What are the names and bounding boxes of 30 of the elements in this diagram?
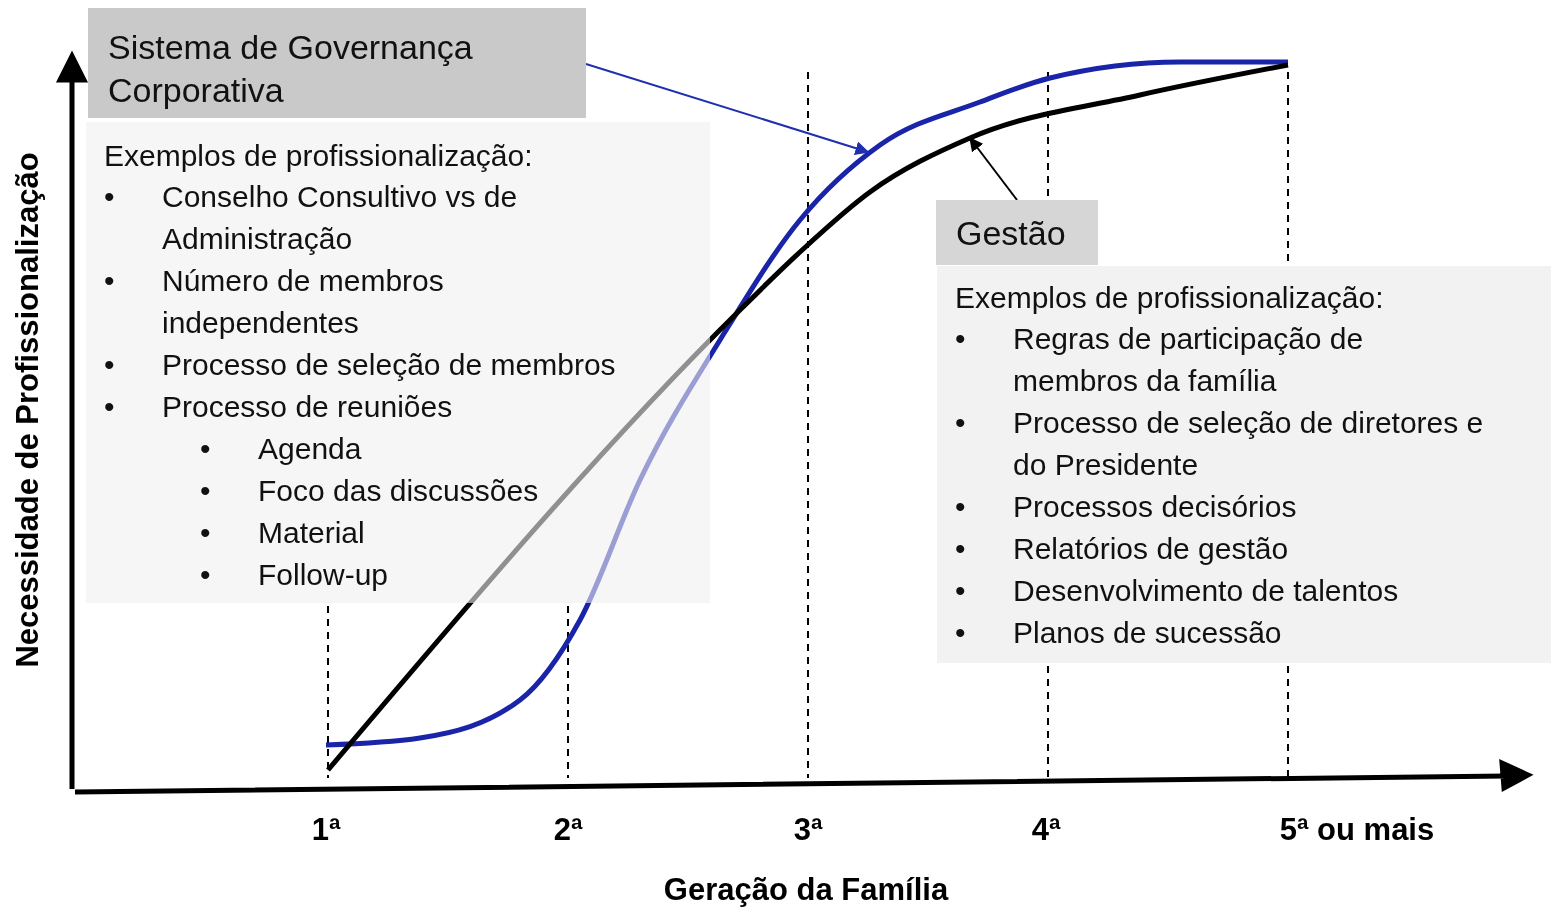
label-box (88, 8, 586, 118)
panel-heading: Exemplos de profissionalização: (955, 280, 1385, 316)
bullet-item: • Desenvolvimento de talentos (955, 573, 1400, 609)
bullet-item: • Conselho Consultivo vs de Administração (104, 179, 519, 257)
axis-title: Necessidade de Profissionalização (10, 152, 46, 668)
bullet-item: • Follow-up (200, 557, 390, 593)
bullet-item: • Processo de seleção de membros (104, 347, 617, 383)
text-panel (937, 266, 1551, 663)
bullet-item: • Relatórios de gestão (955, 531, 1290, 567)
leader-line (969, 136, 1018, 201)
bullet-item: • Número de membros independentes (104, 263, 445, 341)
text-panel (86, 122, 710, 603)
bullet-item: • Regras de participação de membros da família (955, 321, 1365, 399)
tick-label: 4ª (1031, 812, 1061, 848)
bullet-item: • Processo de reuniões (104, 389, 454, 425)
bullet-item: • Processo de seleção de diretores e do Presidente (955, 405, 1485, 483)
panel-heading: Exemplos de profissionalização: (104, 138, 534, 174)
bullet-item: • Planos de sucessão (955, 615, 1283, 651)
tick-label: 1ª (311, 812, 341, 848)
box-label: Sistema de Governança Corporativa (108, 27, 474, 111)
bullet-item: • Foco das discussões (200, 473, 540, 509)
tick-label: 3ª (793, 812, 823, 848)
bullet-item: • Material (200, 515, 366, 551)
tick-label: 5ª ou mais (1279, 812, 1435, 848)
box-label: Gestão (956, 213, 1067, 254)
leader-line (585, 63, 870, 155)
axis-title: Geração da Família (663, 872, 949, 908)
tick-label: 2ª (553, 812, 583, 848)
bullet-item: • Agenda (200, 431, 363, 467)
bullet-item: • Processos decisórios (955, 489, 1298, 525)
